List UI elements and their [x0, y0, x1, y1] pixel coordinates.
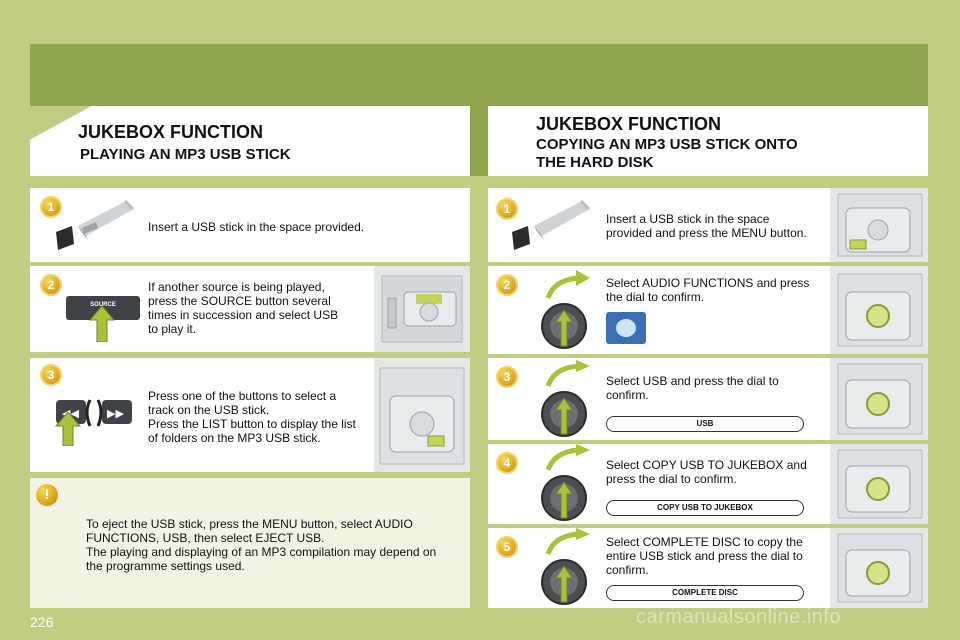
left-step-2-badge: 2: [40, 274, 62, 296]
warning-icon: !: [36, 484, 58, 506]
note-text: To eject the USB stick, press the MENU b…: [86, 517, 437, 573]
left-step-1-text: Insert a USB stick in the space provided…: [148, 220, 365, 234]
right-step-5-badge: 5: [496, 536, 518, 558]
right-step-3-text: Select USB and press the dial to confirm…: [606, 374, 779, 402]
left-step-3-text: Press one of the buttons to select a tra…: [148, 389, 356, 445]
svg-text:▶▶: ▶▶: [107, 407, 124, 420]
usb-stick-icon: [512, 200, 590, 250]
right-title: JUKEBOX FUNCTION: [536, 114, 722, 134]
radio-faceplate-icon: [837, 273, 923, 347]
right-step-4-text: Select COPY USB TO JUKEBOX and press the…: [606, 458, 807, 486]
right-step-2-badge: 2: [496, 274, 518, 296]
radio-faceplate-icon: [837, 449, 923, 519]
left-subtitle: PLAYING AN MP3 USB STICK: [80, 146, 291, 163]
header-divider: [470, 106, 490, 176]
usb-stick-icon: [56, 200, 134, 250]
rotary-dial-icon: [541, 528, 590, 605]
usb-menu-item: USB: [606, 416, 804, 432]
press-arrow-icon: [88, 306, 116, 342]
right-subtitle-line1: COPYING AN MP3 USB STICK ONTO: [536, 136, 798, 153]
header-band: [30, 44, 928, 106]
left-title: JUKEBOX FUNCTION: [78, 122, 264, 142]
right-step-4-badge: 4: [496, 452, 518, 474]
right-step-1-badge: 1: [496, 198, 518, 220]
right-header: [488, 106, 928, 176]
right-subtitle-line2: THE HARD DISK: [536, 154, 654, 171]
page-number: 226: [30, 614, 54, 630]
watermark: carmanualsonline.info: [636, 606, 842, 628]
note-panel: [30, 478, 470, 608]
disc-icon: [616, 319, 636, 337]
left-step-1-badge: 1: [40, 196, 62, 218]
radio-faceplate-icon: [837, 533, 923, 603]
right-step-3-badge: 3: [496, 366, 518, 388]
rotary-dial-icon: [541, 360, 590, 437]
right-step-2-text: Select AUDIO FUNCTIONS and press the dia…: [606, 276, 810, 304]
press-arrow-icon: [54, 412, 82, 446]
left-step-2-text: If another source is being played, press…: [148, 280, 339, 336]
radio-faceplate-icon: [837, 363, 923, 435]
radio-faceplate-icon: [381, 275, 463, 343]
radio-faceplate-icon: [379, 367, 465, 465]
audio-functions-icon: [606, 312, 646, 344]
radio-faceplate-icon: [837, 193, 923, 257]
source-button-label: SOURCE: [90, 302, 116, 308]
left-header: [30, 106, 470, 176]
left-step-3-badge: 3: [40, 364, 62, 386]
rotary-dial-icon: [541, 270, 590, 349]
copy-usb-to-jukebox-menu-item: COPY USB TO JUKEBOX: [606, 500, 804, 516]
complete-disc-menu-item: COMPLETE DISC: [606, 585, 804, 601]
rotary-dial-icon: [541, 444, 590, 521]
right-step-1-text: Insert a USB stick in the space provided…: [606, 212, 807, 240]
right-step-5-text: Select COMPLETE DISC to copy the entire …: [606, 535, 803, 577]
